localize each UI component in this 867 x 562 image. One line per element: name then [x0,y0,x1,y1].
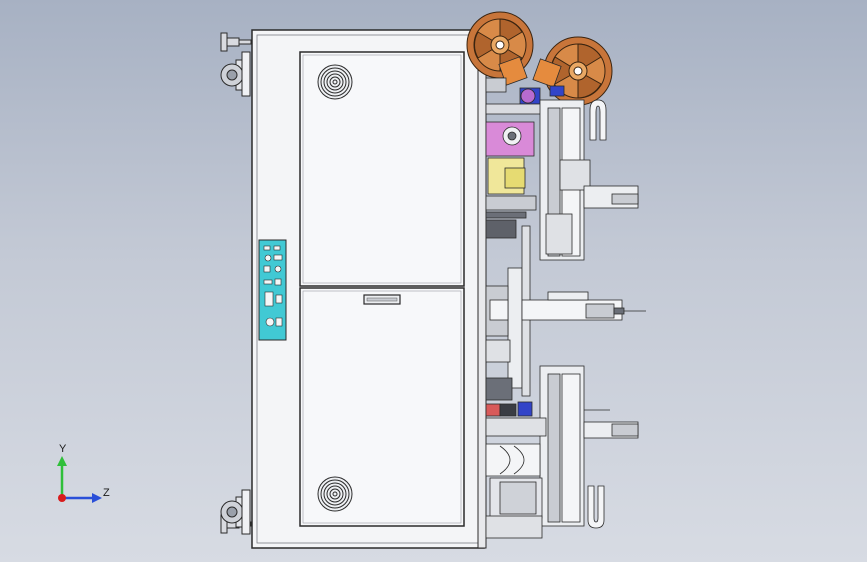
axis-triad-icon: Y Z [57,443,110,503]
door-handle-icon[interactable] [363,294,401,305]
triad-z-label: Z [103,487,110,499]
reel-motor-assembly [485,56,565,105]
middle-slide-module [485,225,646,401]
fan-grille-icon [317,64,353,100]
upper-module [485,99,639,261]
leveling-feet-left [220,32,252,534]
fan-grille-icon [317,476,353,512]
electrical-panel [258,239,287,341]
triad-y-label: Y [59,443,67,455]
caster-wheel-top [220,51,251,97]
reel-right [543,36,613,106]
caster-wheel-bottom [220,489,251,535]
lower-module [485,365,639,539]
